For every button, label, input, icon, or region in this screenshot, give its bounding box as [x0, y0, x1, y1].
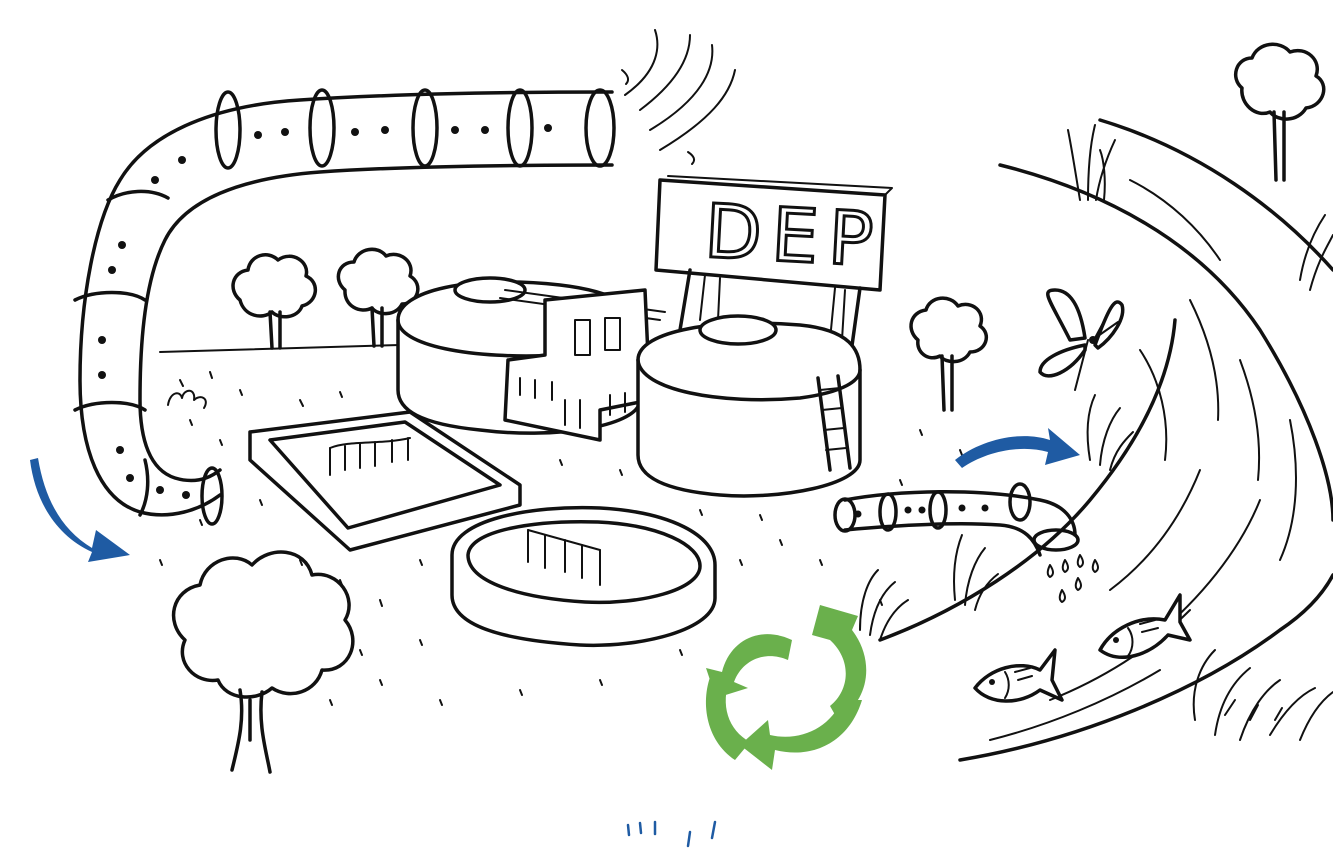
fish-icon	[975, 650, 1062, 701]
clarifier-tank-right	[638, 316, 860, 496]
tree-icon	[174, 552, 353, 772]
flow-arrow-icon	[30, 458, 130, 562]
flow-arrow-icon	[955, 428, 1080, 468]
water-marks	[628, 822, 715, 846]
fish-icon	[1100, 595, 1190, 657]
river	[880, 120, 1333, 760]
tree-icon	[1236, 44, 1324, 180]
reeds-icon	[860, 125, 1333, 740]
tree-icon	[911, 298, 986, 410]
sign-label: DEP	[703, 189, 886, 284]
outflow-pipe	[835, 484, 1098, 602]
butterfly-icon	[1040, 290, 1123, 390]
tree-icon	[233, 255, 315, 348]
settling-basin-round	[452, 508, 715, 646]
plant-icon	[168, 391, 206, 408]
recycle-icon	[706, 605, 866, 770]
